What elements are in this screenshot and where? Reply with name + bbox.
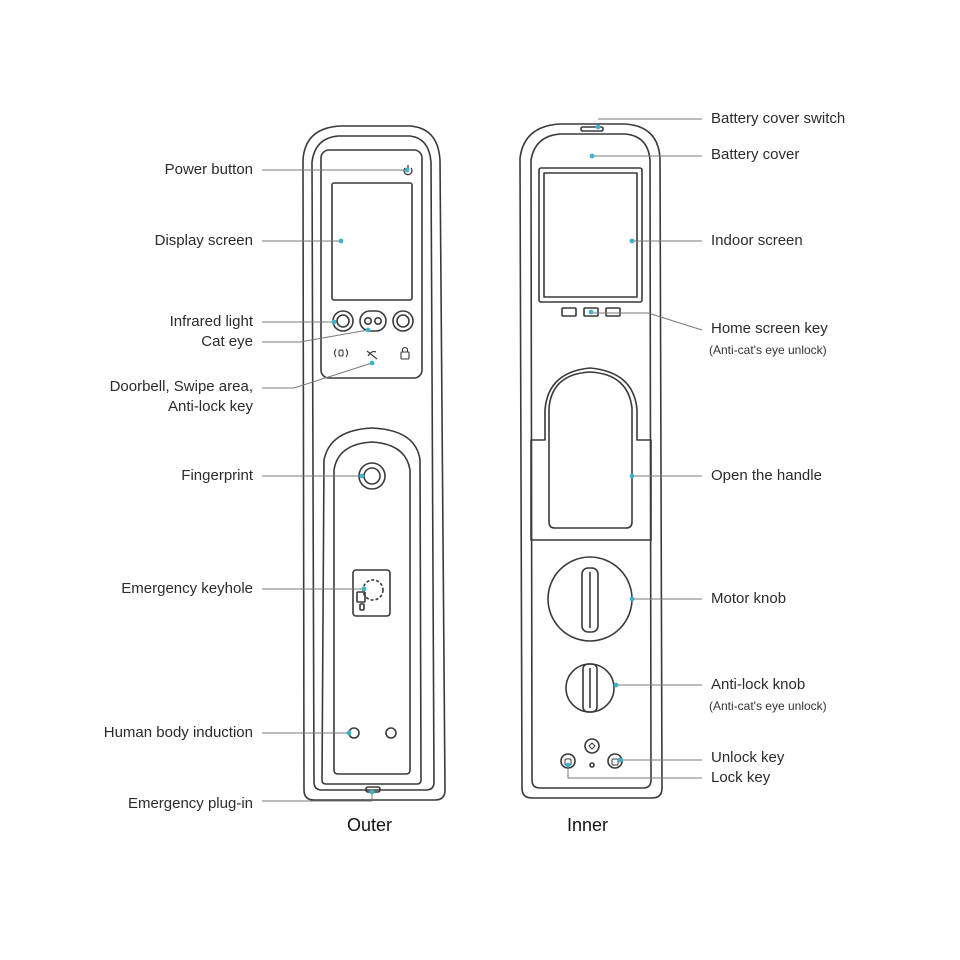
label-emergency-keyhole: Emergency keyhole <box>121 580 253 597</box>
cat-eye <box>359 310 387 332</box>
indicator-hole <box>589 762 595 768</box>
infrared-light-right-inner <box>396 314 410 328</box>
anti-lock-key-icon <box>400 346 410 360</box>
dot-power <box>404 167 410 173</box>
label-infrared-light: Infrared light <box>169 313 253 330</box>
label-home-screen-key-note: (Anti-cat's eye unlock) <box>709 343 827 357</box>
doorbell-icon <box>333 348 349 358</box>
leader-home-screen-key <box>592 312 703 331</box>
indoor-screen <box>543 172 638 298</box>
leader-lock-key <box>567 765 702 779</box>
dot-home-key <box>588 309 594 315</box>
leader-emergency-plug <box>262 792 373 802</box>
fingerprint-sensor-inner <box>363 467 381 485</box>
outer-top-module <box>320 149 423 379</box>
anti-lock-knob-grip <box>582 663 598 713</box>
dot-indoor-screen <box>629 238 635 244</box>
infrared-light-left-inner <box>336 314 350 328</box>
callout-dots <box>331 124 635 795</box>
dot-infrared <box>331 319 337 325</box>
dot-keyhole <box>361 586 367 592</box>
motor-knob-grip <box>581 567 599 633</box>
leader-doorbell <box>262 362 373 389</box>
emergency-keyhole-slot <box>356 591 366 603</box>
label-doorbell-line1: Doorbell, Swipe area, <box>109 378 253 395</box>
infrared-light-right <box>392 310 414 332</box>
home-key-right <box>605 307 621 317</box>
dot-unlock-key <box>617 757 623 763</box>
home-key-left <box>561 307 577 317</box>
dot-lock-key <box>565 762 571 768</box>
label-doorbell-line2: Anti-lock key <box>167 398 253 415</box>
outer-panel-inner-edge <box>311 135 435 791</box>
label-battery-cover-switch: Battery cover switch <box>711 110 846 127</box>
label-human-body-induction: Human body induction <box>103 724 253 741</box>
swipe-area-icon <box>366 350 378 360</box>
outer-panel-body <box>302 125 446 801</box>
label-lock-key: Lock key <box>711 769 771 786</box>
dot-fingerprint <box>359 473 365 479</box>
dot-battery-cover <box>589 153 595 159</box>
inner-panel-body <box>519 123 663 799</box>
label-emergency-plug-in: Emergency plug-in <box>127 795 253 812</box>
body-sensor-right <box>385 727 397 739</box>
dot-doorbell <box>369 360 375 366</box>
cat-eye-lens-right <box>373 316 382 325</box>
dot-display <box>338 238 344 244</box>
indoor-screen-frame <box>538 167 643 303</box>
label-indoor-screen: Indoor screen <box>711 232 803 249</box>
dot-cat-eye <box>365 327 371 333</box>
label-anti-lock-knob-note: (Anti-cat's eye unlock) <box>709 699 827 713</box>
label-fingerprint: Fingerprint <box>181 467 253 484</box>
dot-battery-switch <box>595 124 601 130</box>
label-battery-cover: Battery cover <box>711 146 800 163</box>
center-reset-button <box>584 738 600 754</box>
dot-body <box>346 730 352 736</box>
label-open-the-handle: Open the handle <box>711 467 822 484</box>
label-anti-lock-knob: Anti-lock knob <box>711 676 806 693</box>
display-screen <box>331 182 413 301</box>
caption-outer: Outer <box>347 815 393 835</box>
leader-cat-eye <box>262 329 369 343</box>
label-home-screen-key: Home screen key <box>711 320 828 337</box>
leader-lines <box>262 118 703 802</box>
home-key-center <box>583 307 599 317</box>
center-reset-mark <box>588 742 596 750</box>
label-cat-eye: Cat eye <box>201 333 253 350</box>
unlock-key-icon <box>611 758 619 766</box>
handle-plate <box>333 441 411 775</box>
dot-anti-lock-knob <box>613 682 619 688</box>
caption-inner: Inner <box>567 815 609 835</box>
dot-plug <box>369 789 375 795</box>
label-power-button: Power button <box>164 161 253 178</box>
emergency-keyhole-cover <box>352 569 391 617</box>
label-motor-knob: Motor knob <box>711 590 787 607</box>
cat-eye-lens-left <box>363 316 372 325</box>
outer-panel <box>302 125 446 801</box>
emergency-keyhole-mark <box>359 603 365 611</box>
label-unlock-key: Unlock key <box>711 749 785 766</box>
inner-panel <box>519 123 663 799</box>
label-display-screen: Display screen <box>154 232 253 249</box>
inner-panel-inner-edge <box>530 133 652 789</box>
dot-open-handle <box>629 473 635 479</box>
lower-module-outline <box>321 427 422 785</box>
battery-cover-switch <box>580 126 604 132</box>
dot-motor-knob <box>629 596 635 602</box>
open-handle <box>548 371 633 529</box>
handle-bay <box>530 367 652 541</box>
